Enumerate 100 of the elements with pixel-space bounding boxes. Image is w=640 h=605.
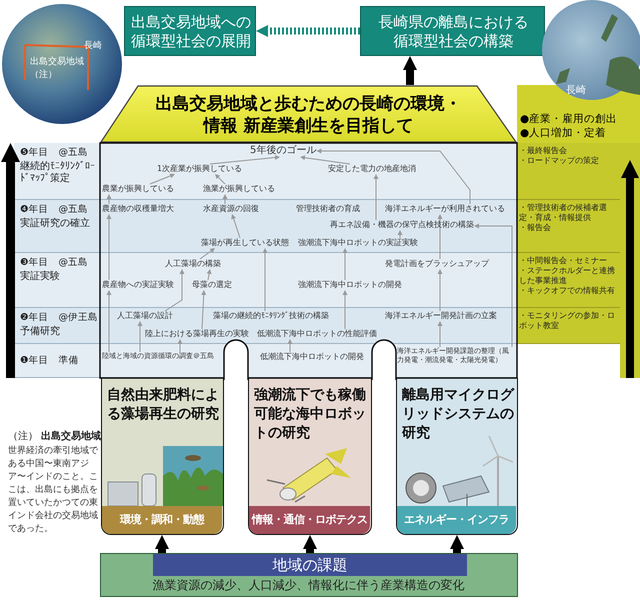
- bullet-text: ●人口増加・定着: [520, 127, 606, 140]
- year-label: ❶年目 準備: [20, 354, 79, 368]
- year-label: ❹年目 @五島: [20, 203, 88, 217]
- activity-box: [517, 308, 620, 344]
- arrow: [150, 174, 176, 184]
- year-subtitle: 継続的ﾓﾆﾀﾘﾝｸﾞﾛｰﾄﾞﾏｯﾌﾟ策定: [20, 161, 96, 185]
- roadmap-item: 陸上における藻場再生の実験: [145, 329, 249, 339]
- goal-text: 長崎県の離島における循環型社会の構築: [378, 13, 530, 51]
- roadmap-item: 1次産業が振興している: [157, 164, 242, 174]
- note-text: 世界経済の牽引地域である中国〜東南アジア〜インドのこと。ここは、出島にも拠点を置いていたかつての東インド会社の交易地域であった。: [8, 445, 98, 536]
- arrow: [178, 339, 182, 352]
- research-box: [248, 378, 372, 535]
- roadmap-item: 再エネ設備・機器の保守点検技術の構築: [330, 220, 474, 230]
- roadmap-item: 5年後のゴール: [250, 145, 316, 157]
- issue-heading: 地域の課題: [153, 554, 467, 576]
- year-band: [14, 308, 517, 344]
- issue-box: [100, 553, 518, 597]
- note-text: （注） 出島交易地域: [8, 430, 102, 444]
- arrow: [438, 321, 442, 348]
- roadmap-item: 発電計画をブラッシュアップ: [385, 259, 489, 269]
- activity-box: [517, 143, 620, 200]
- roadmap-item: 漁業が振興している: [203, 184, 275, 194]
- roadmap-item: 水産資源の回復: [203, 204, 259, 214]
- roadmap-item: 強潮流下海中ロボットの開発: [298, 280, 402, 290]
- arrow: [222, 194, 228, 204]
- year-label: ❸年目 @五島: [20, 256, 88, 270]
- year-label: ❺年目 @五島: [20, 146, 88, 160]
- arrow: [398, 230, 402, 238]
- arrow: [138, 321, 142, 352]
- activity-text: ・モニタリングの参加・ロボット教室: [519, 311, 616, 331]
- activity-text: ・報告会: [519, 223, 552, 233]
- arrow: [374, 174, 378, 220]
- roadmap-item: 農産物への実証実験: [102, 280, 174, 290]
- arrow: [316, 148, 470, 204]
- arrow: [164, 269, 184, 312]
- year-subtitle: 実証研究の確立: [20, 218, 91, 230]
- arrow: [303, 535, 317, 553]
- arrow: [438, 214, 442, 260]
- arrow: [262, 248, 268, 312]
- year-subtitle: 実証実験: [20, 271, 61, 283]
- arrow: [438, 269, 442, 312]
- roadmap-item: 藻場が再生している状態: [201, 238, 289, 248]
- arrow: [206, 268, 212, 280]
- year-subtitle: 予備研究: [20, 326, 61, 338]
- arrow: [288, 339, 292, 352]
- arrow: [214, 174, 226, 184]
- year-band: [14, 200, 517, 253]
- research-title: 強潮流下でも稼働可能な海中ロボットの研究: [254, 386, 367, 443]
- arrow: [474, 224, 512, 348]
- year-band: [14, 344, 517, 378]
- arrow: [106, 290, 112, 352]
- research-box: [101, 378, 224, 535]
- roadmap-item: 管理技術者の育成: [296, 204, 360, 214]
- map-label: 出島交易地域（注）: [30, 56, 85, 82]
- issue-text: 漁業資源の減少、人口減少、情報化に伴う産業構造の変化: [152, 578, 466, 593]
- arrow: [201, 290, 206, 330]
- research-box: [396, 378, 518, 535]
- category-band: 環境・調和・動態: [102, 506, 222, 534]
- arrow: [200, 248, 216, 260]
- activity-text: ・最終報告会: [519, 146, 568, 156]
- title-pentagon: [100, 85, 517, 143]
- arrow: [450, 535, 464, 553]
- arrow: [403, 56, 417, 85]
- arrow: [155, 535, 169, 553]
- arrow: [342, 248, 348, 280]
- roadmap-item: 農産物の収穫量増大: [102, 204, 174, 214]
- category-band: 情報・通信・ロボテクス: [249, 506, 370, 534]
- map-label: 長崎: [566, 84, 586, 98]
- activity-box: [517, 253, 620, 308]
- year-label: ❷年目 @伊王島: [20, 311, 98, 325]
- activity-text: ・管理技術者の候補者選定・育成・情報提供: [519, 203, 608, 223]
- activity-text: ・中間報告会・セミナー: [519, 256, 607, 266]
- roadmap-item: 海洋エネルギーが利用されている: [385, 204, 505, 214]
- year-band: [14, 253, 517, 308]
- roadmap-item: 海洋エネルギー開発計画の立案: [385, 311, 497, 321]
- arrow: [300, 155, 350, 164]
- map-label: 長崎: [84, 40, 102, 53]
- research-title: 離島用マイクログリッドシステムの研究: [402, 386, 515, 443]
- roadmap-item: 強潮流下海中ロボットの実証実験: [298, 238, 418, 248]
- category-band: エネルギー・インフラ: [397, 506, 516, 534]
- goal-box: [124, 6, 256, 56]
- title-text: 出島交易地域と歩むための長崎の環境・情報 新産業創生を目指して: [154, 93, 462, 137]
- roadmap-item: 低潮流下海中ロボットの開発: [260, 352, 364, 362]
- roadmap-item: 安定した電力の地産地消: [328, 164, 416, 174]
- goal-box: [360, 6, 545, 56]
- arrow: [256, 25, 360, 37]
- roadmap-item: 農業が振興している: [102, 184, 174, 194]
- arrow: [106, 214, 112, 280]
- roadmap-item: 藻場の継続的ﾓﾆﾀﾘﾝｸﾞ技術の構築: [213, 311, 329, 321]
- roadmap-item: 人工藻場の構築: [165, 259, 221, 269]
- research-title: 自然由来肥料による藻場再生の研究: [107, 386, 220, 424]
- roadmap-item: 低潮流下海中ロボットの性能評価: [257, 329, 377, 339]
- roadmap-item: 人工藻場の設計: [117, 311, 173, 321]
- arrow: [210, 155, 280, 164]
- arrow: [106, 194, 112, 204]
- bullet-text: ●産業・雇用の創出: [520, 113, 618, 126]
- activity-box: [517, 200, 620, 253]
- year-band: [14, 143, 517, 200]
- activity-text: ・キックオフでの情報共有: [519, 286, 616, 296]
- arrow: [342, 290, 348, 330]
